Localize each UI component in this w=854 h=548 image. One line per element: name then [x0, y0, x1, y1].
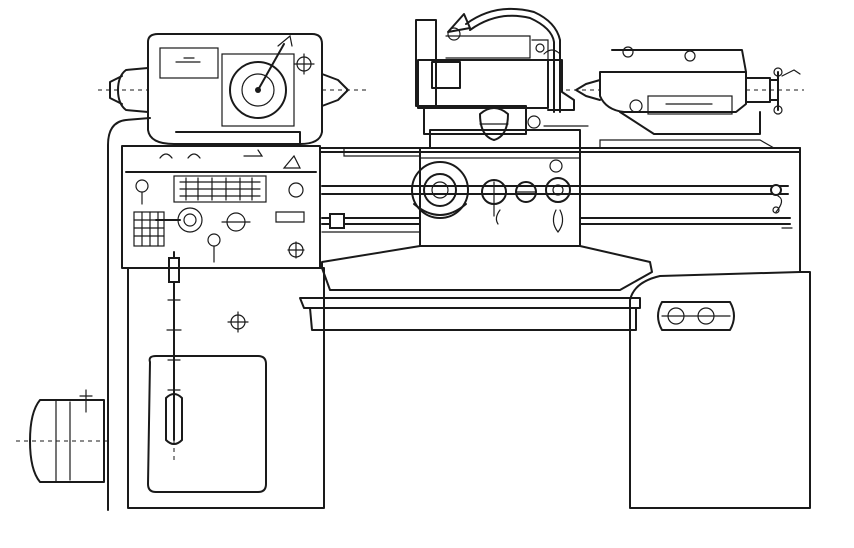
feed-rod — [321, 213, 791, 229]
right-pedestal — [629, 271, 811, 509]
tailstock — [566, 46, 761, 135]
bed — [299, 147, 801, 331]
apron-controls — [481, 159, 571, 233]
left-pedestal — [107, 117, 325, 511]
headstock — [147, 33, 323, 145]
apron-handwheel — [411, 161, 469, 219]
tailstock-handwheel — [745, 67, 804, 115]
control-lever — [165, 251, 183, 462]
switch-panel — [343, 139, 775, 157]
quick-change-gearbox — [121, 145, 321, 269]
work-lamp — [447, 7, 561, 113]
compound-rest — [415, 19, 549, 109]
carriage — [423, 105, 589, 149]
electric-motor — [16, 389, 108, 483]
spindle — [98, 67, 366, 113]
